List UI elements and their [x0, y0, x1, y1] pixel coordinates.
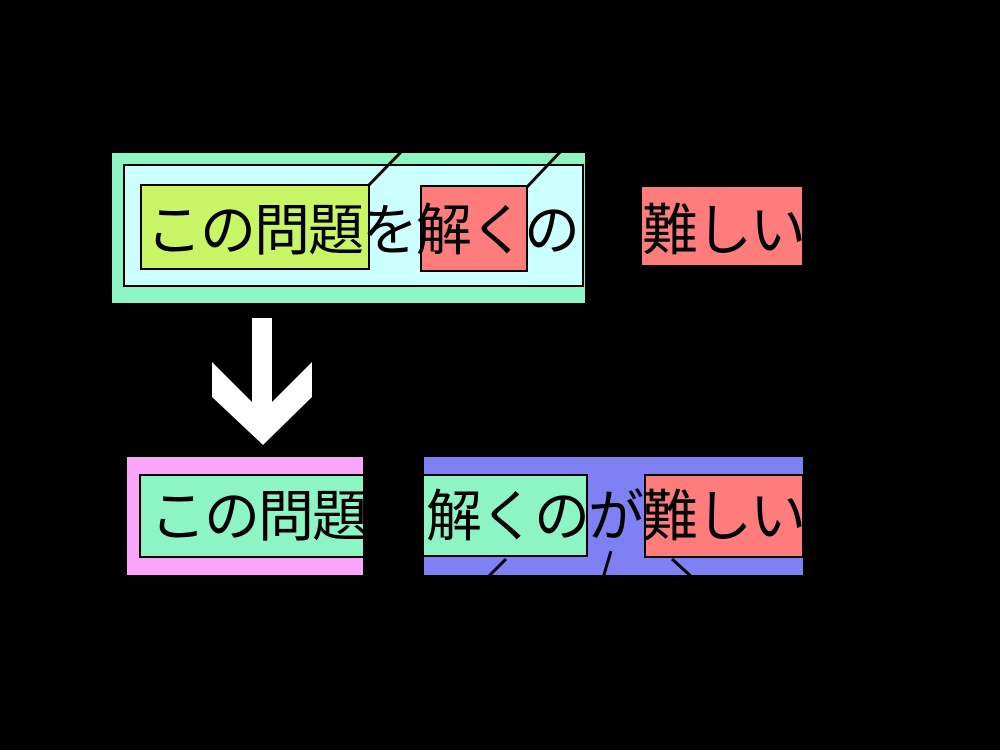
bottom-noun-phrase-inner-box [139, 474, 365, 558]
bottom-verb-phrase-label: 解くの [426, 485, 590, 548]
bottom-noun-phrase-label: この問題 [150, 485, 368, 548]
bottom-verb-phrase-box [422, 474, 588, 557]
bottom-noun-phrase-text: この問題 [150, 489, 368, 545]
bottom-clause-text: 解くのが難しい [426, 489, 806, 545]
top-nominalizer-label: の [524, 199, 580, 262]
bottom-predicate-label: 難しい [642, 485, 806, 548]
top-particle-wo-label: を [362, 199, 418, 262]
top-verb-label: 解く [416, 199, 526, 262]
top-predicate-label: 難しい [642, 199, 806, 262]
top-predicate-text: 難しい [642, 203, 806, 259]
bottom-particle-ga-label: が [588, 485, 644, 548]
top-noun-phrase-label: この問題 [146, 199, 364, 262]
down-arrow-icon [212, 318, 312, 445]
bottom-predicate-box [644, 474, 804, 558]
top-noun-phrase-box [140, 184, 370, 270]
top-predicate-box [640, 185, 804, 267]
top-verb-box [420, 185, 528, 272]
top-sentence-text: この問題を解くの [146, 203, 580, 259]
